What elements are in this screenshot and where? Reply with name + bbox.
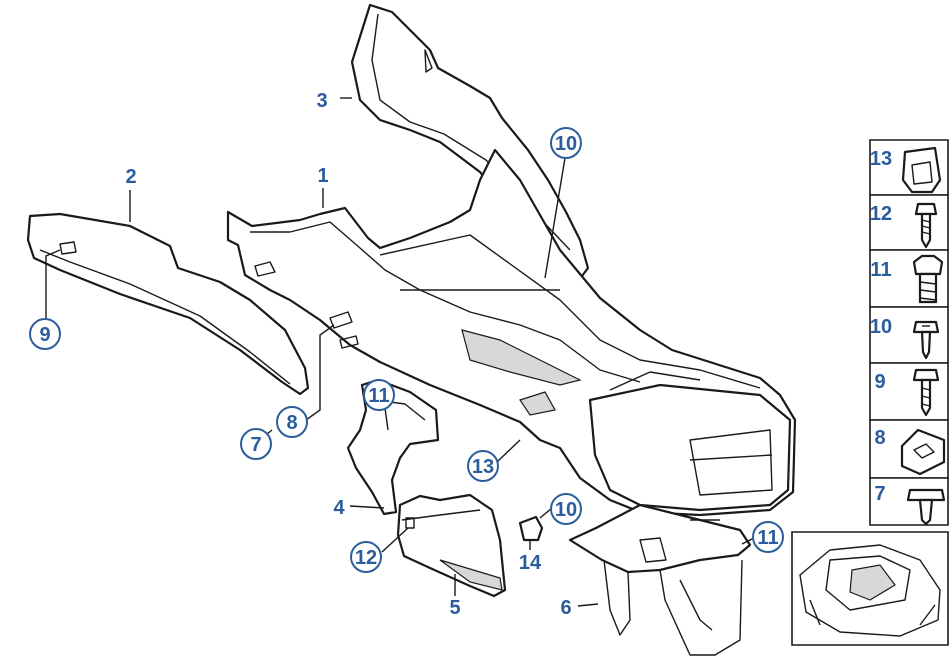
callout-10-bottom: 10 — [555, 499, 577, 521]
legend-num-7: 7 — [874, 483, 885, 505]
callout-12: 12 — [355, 547, 377, 569]
callout-10-circle — [550, 127, 582, 159]
callout-11b-circle — [752, 521, 784, 553]
callout-11-left: 11 — [368, 385, 389, 407]
callout-11-circle — [363, 379, 395, 411]
fastener-legend: 13 12 11 10 9 8 7 — [869, 139, 949, 526]
callout-2: 2 — [125, 166, 136, 188]
clip-icon — [901, 146, 942, 194]
legend-num-9: 9 — [874, 371, 885, 393]
callout-9: 9 — [39, 324, 50, 346]
legend-num-8: 8 — [874, 427, 885, 449]
part-14-clip — [518, 515, 544, 542]
callout-8: 8 — [286, 412, 297, 434]
part-6-frame — [568, 503, 752, 656]
callout-12-circle — [350, 541, 382, 573]
vehicle-inset — [791, 531, 949, 646]
hex-bolt-icon — [912, 254, 944, 304]
legend-num-11: 11 — [870, 259, 891, 281]
callout-1: 1 — [317, 165, 328, 187]
tapping-screw-icon — [912, 368, 940, 417]
callout-9-circle — [29, 318, 61, 350]
callout-8-circle — [276, 406, 308, 438]
callout-5: 5 — [449, 597, 460, 619]
callout-13-circle — [467, 450, 499, 482]
callout-10-top: 10 — [555, 133, 577, 155]
rivet-icon — [906, 488, 946, 526]
part-1-center-console — [226, 148, 797, 517]
legend-num-12: 12 — [870, 203, 892, 225]
callout-7-circle — [240, 428, 272, 460]
callouts: 3 2 1 4 5 6 14 10 9 8 7 11 13 10 12 11 — [29, 90, 784, 619]
callout-6: 6 — [560, 597, 571, 619]
screw-icon — [914, 202, 938, 249]
callout-7: 7 — [250, 434, 261, 456]
pan-screw-icon — [912, 320, 940, 360]
callout-11-right: 11 — [757, 527, 778, 549]
speed-nut-icon — [900, 428, 946, 476]
callout-4: 4 — [333, 497, 345, 519]
callout-14: 14 — [519, 552, 542, 574]
callout-13: 13 — [472, 456, 494, 478]
callout-3: 3 — [316, 90, 327, 112]
legend-num-10: 10 — [870, 316, 892, 338]
part-2-side-trim — [26, 212, 310, 396]
legend-num-13: 13 — [870, 148, 892, 170]
callout-10b-circle — [550, 493, 582, 525]
part-5-lower-trim — [396, 493, 507, 598]
